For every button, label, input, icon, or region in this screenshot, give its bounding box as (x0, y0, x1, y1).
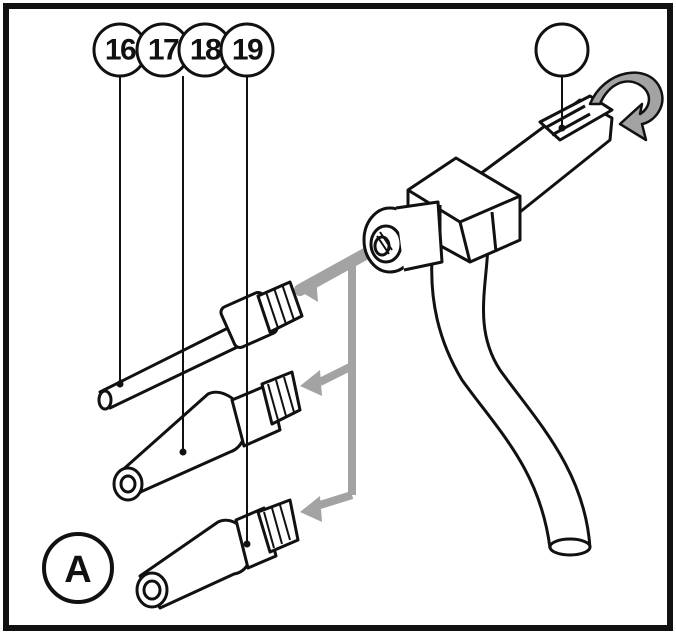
part-16-rod (97, 280, 304, 411)
callout-16-label: 16 (105, 34, 136, 67)
callout-18-label: 18 (190, 34, 221, 67)
callout-19-label: 19 (232, 34, 263, 67)
callout-17-label: 17 (148, 34, 179, 67)
hose (430, 245, 592, 557)
arrow-head-1 (298, 276, 318, 302)
arrow-head-3 (300, 496, 322, 522)
hose-end (548, 537, 592, 557)
arrow-head-2 (300, 370, 322, 396)
arrow-branch-upper (318, 362, 354, 386)
view-badge-circle (42, 532, 114, 604)
torch-body (362, 94, 614, 274)
leader-lines (119, 74, 563, 544)
view-badge: A (42, 532, 114, 604)
insertion-arrows (294, 241, 384, 522)
rotation-arrow (588, 71, 664, 142)
diagram-frame (3, 3, 673, 631)
part-19-nozzle (135, 498, 300, 610)
callouts: 16 17 18 19 (92, 22, 590, 78)
arrow-branch-lower (318, 491, 354, 509)
view-badge-label: A (64, 549, 91, 591)
leader-dots (116, 124, 566, 548)
callout-blank-circle (534, 22, 590, 78)
callout-19-circle (219, 22, 275, 78)
